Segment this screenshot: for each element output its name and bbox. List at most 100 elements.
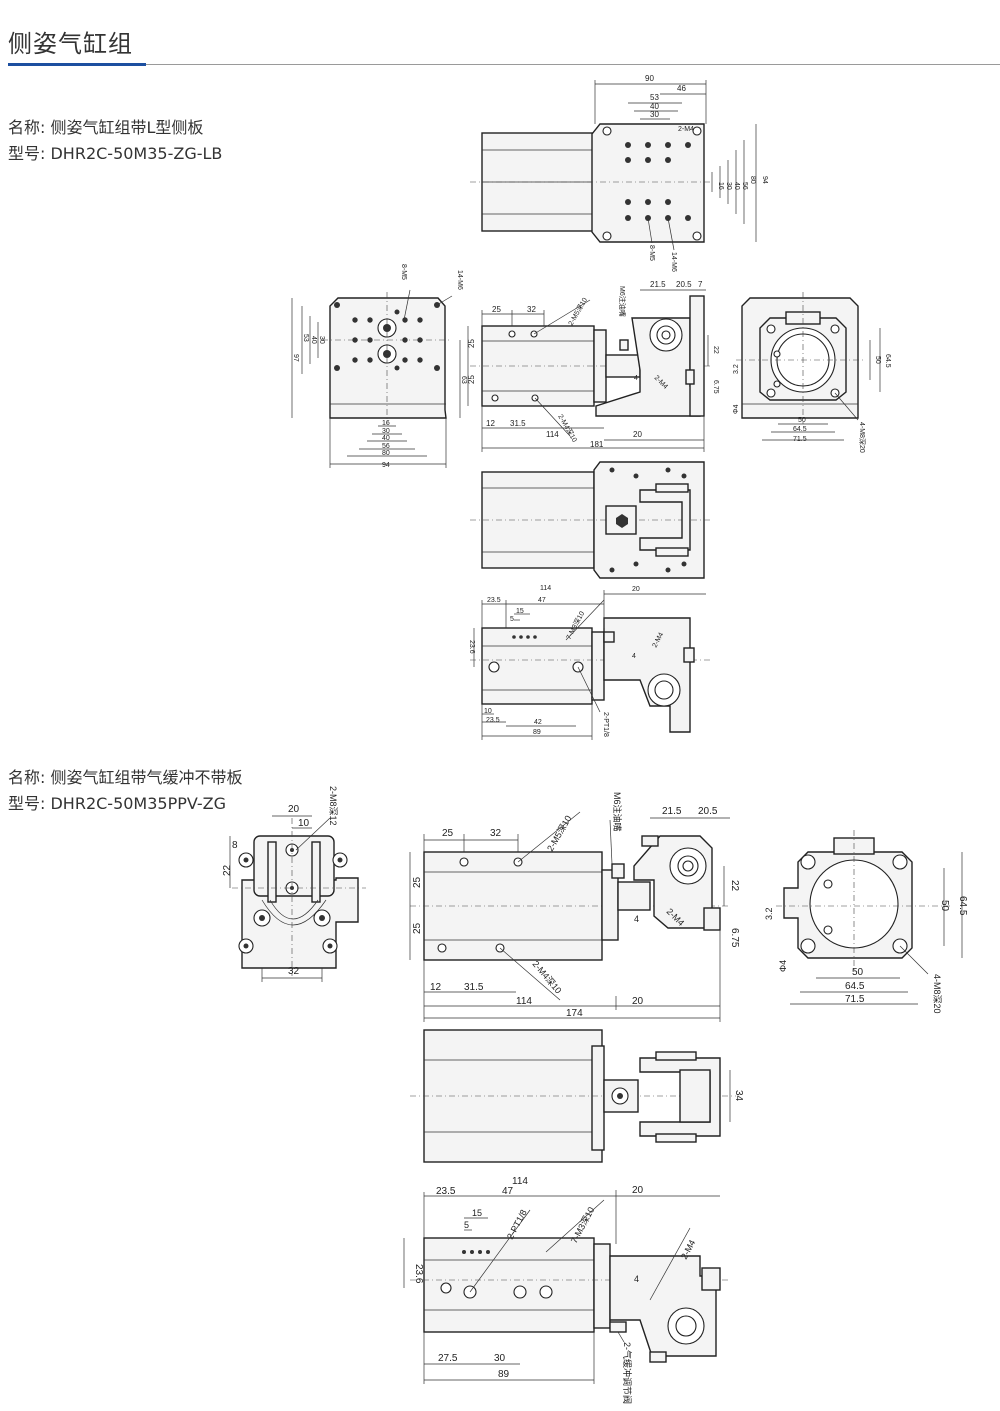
dim-21-5: 21.5 xyxy=(650,280,666,289)
dim-89: 89 xyxy=(533,729,541,736)
dim-2-air-cushion-valve: 2-气缓冲调节阀 xyxy=(622,1342,633,1404)
dim-23-5: 23.5 xyxy=(436,1186,456,1197)
dim-h16: 16 xyxy=(382,420,390,427)
dim-2-pt1-8: 2-PT1/8 xyxy=(602,712,609,737)
pp-front-view: 25 32 2-M5深10 M6注油嘴 21.5 20.5 25 25 22 6… xyxy=(409,792,740,1022)
dim-4-m8-deep20: 4-M8深20 xyxy=(858,422,867,453)
dim-v97: 97 xyxy=(292,354,299,362)
dim-27-5: 27.5 xyxy=(438,1353,458,1364)
dim-10: 10 xyxy=(484,708,492,715)
dim-v63: 63 xyxy=(460,376,467,384)
dim-v23-6: 23.6 xyxy=(468,640,475,654)
dim-47: 47 xyxy=(502,1186,514,1197)
dim-v50: 50 xyxy=(874,356,881,364)
dim-32: 32 xyxy=(288,966,300,977)
dim-v6-75: 6.75 xyxy=(712,380,719,394)
side-plate xyxy=(591,123,705,243)
dim-181: 181 xyxy=(590,440,604,449)
dim-114: 114 xyxy=(540,585,551,592)
dim-v25-lower: 25 xyxy=(467,375,476,384)
dim-23-5: 23.5 xyxy=(487,597,501,604)
pp-bottom-view: 114 20 23.5 47 15 5 2-PT1/8 7-M3深10 2-M4… xyxy=(403,1176,728,1404)
dim-32: 32 xyxy=(527,305,536,314)
dim-v80: 80 xyxy=(749,176,756,184)
dim-4: 4 xyxy=(634,375,638,382)
dim-25: 25 xyxy=(492,305,501,314)
dim-v50: 50 xyxy=(939,900,950,912)
product-1-name: 名称: 侧姿气缸组带L型侧板 xyxy=(8,118,204,137)
dim-v30: 30 xyxy=(318,336,325,344)
dim-v64-5: 64.5 xyxy=(957,896,968,916)
dim-20: 20 xyxy=(288,804,300,815)
l-bracket xyxy=(603,617,691,733)
dim-90: 90 xyxy=(645,74,654,83)
dim-31-5: 31.5 xyxy=(464,982,484,993)
dim-114: 114 xyxy=(516,996,532,1007)
dim-v94: 94 xyxy=(761,176,768,184)
dim-h94: 94 xyxy=(382,462,390,469)
dim-47: 47 xyxy=(538,597,546,604)
dim-phi4: Φ4 xyxy=(778,960,788,972)
dim-h80: 80 xyxy=(382,450,390,457)
dim-46: 46 xyxy=(677,84,686,93)
dim-h71-5: 71.5 xyxy=(845,994,865,1005)
dim-21-5: 21.5 xyxy=(662,806,682,817)
dim-v34: 34 xyxy=(733,1090,744,1102)
dim-12: 12 xyxy=(486,419,495,428)
dim-8-m5: 8-M5 xyxy=(400,264,407,280)
dim-phi4: Φ4 xyxy=(733,404,740,414)
clamp-arm xyxy=(609,1255,717,1357)
dim-v22: 22 xyxy=(712,346,719,354)
dim-20: 20 xyxy=(633,430,642,439)
dim-30: 30 xyxy=(494,1353,506,1364)
dim-h56: 56 xyxy=(382,443,390,450)
dim-15: 15 xyxy=(516,608,524,615)
dim-2-m4: 2-M4 xyxy=(678,126,694,133)
dim-8-m5: 8-M5 xyxy=(648,245,655,261)
dim-42: 42 xyxy=(534,719,542,726)
dim-h64-5: 64.5 xyxy=(793,426,807,433)
dim-8: 8 xyxy=(232,840,238,851)
dim-m6-grease-nipple: M6注油嘴 xyxy=(618,286,627,317)
dim-22: 22 xyxy=(222,864,233,876)
dim-3-2: 3.2 xyxy=(764,907,774,920)
dim-20-5: 20.5 xyxy=(698,806,718,817)
dim-2-m5-deep10: 2-M5深10 xyxy=(566,296,589,327)
dim-114: 114 xyxy=(512,1176,528,1187)
dim-32: 32 xyxy=(490,828,502,839)
dim-12: 12 xyxy=(430,982,442,993)
dim-v16: 16 xyxy=(717,182,724,190)
dim-v64-5: 64.5 xyxy=(884,354,891,368)
dim-h64-5: 64.5 xyxy=(845,981,865,992)
dim-v56: 56 xyxy=(741,182,748,190)
dim-10: 10 xyxy=(298,818,310,829)
dim-v40: 40 xyxy=(733,182,740,190)
product-1-model: 型号: DHR2C-50M35-ZG-LB xyxy=(8,144,223,163)
header-accent-bar xyxy=(8,63,146,66)
dim-53: 53 xyxy=(650,93,659,102)
dim-40: 40 xyxy=(650,102,659,111)
dim-89: 89 xyxy=(498,1369,510,1380)
dim-v25-upper: 25 xyxy=(412,876,423,888)
dim-20-5: 20.5 xyxy=(676,280,692,289)
dim-20: 20 xyxy=(632,996,644,1007)
dim-v22: 22 xyxy=(729,880,740,892)
dim-30: 30 xyxy=(650,110,659,119)
page-title: 侧姿气缸组 xyxy=(8,30,133,58)
dim-4: 4 xyxy=(634,914,639,924)
dim-2-m8-deep12: 2-M8深12 xyxy=(328,786,338,826)
dim-2-pt1-8: 2-PT1/8 xyxy=(505,1208,529,1241)
dim-5: 5 xyxy=(464,1220,469,1230)
pp-right-view: 64.5 50 3.2 Φ4 50 64.5 71.5 4-M8深20 xyxy=(764,830,968,1014)
lb-plan-view xyxy=(470,461,712,579)
dim-v6-75: 6.75 xyxy=(729,928,740,948)
dim-h50: 50 xyxy=(852,967,864,978)
dim-v25-lower: 25 xyxy=(412,922,423,934)
dim-174: 174 xyxy=(566,1008,583,1019)
dim-114: 114 xyxy=(546,430,559,439)
dim-v25-upper: 25 xyxy=(467,339,476,348)
dim-15: 15 xyxy=(472,1208,482,1218)
product-2-name: 名称: 侧姿气缸组带气缓冲不带板 xyxy=(8,768,243,787)
dim-14-m6: 14-M6 xyxy=(670,252,677,272)
